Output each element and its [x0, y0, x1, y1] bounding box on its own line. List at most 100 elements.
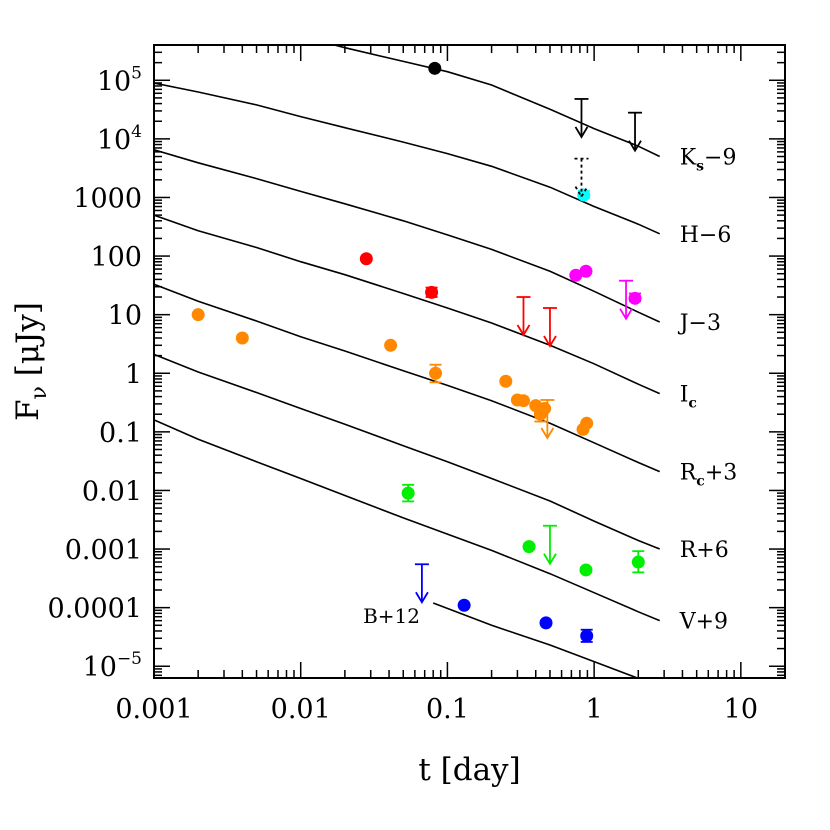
data-point: [580, 629, 594, 643]
y-tick-label: 0.1: [99, 418, 142, 449]
curve-label-offset: +9: [696, 610, 728, 635]
x-tick-label: 10: [724, 694, 758, 725]
curve-label-band: R: [680, 461, 698, 486]
curve-label-sub: s: [696, 159, 704, 175]
tick-base: 1000: [73, 183, 142, 214]
y-tick-label: 100: [90, 242, 142, 273]
data-point: [359, 252, 373, 266]
y-tick-label: 0.01: [82, 476, 142, 507]
upper-limit-arrows: [414, 98, 643, 605]
x-tick-label: 1: [586, 694, 603, 725]
curve-label-sub: c: [696, 474, 705, 490]
model-curve-J: [154, 149, 661, 323]
data-point: [429, 366, 443, 380]
data-point: [428, 61, 442, 75]
tick-base: 0.0001: [48, 594, 142, 625]
curve-label-band: V: [679, 610, 697, 635]
tick-base: 0.01: [82, 476, 142, 507]
upper-limit-arrowhead: [574, 186, 589, 199]
data-point: [628, 291, 642, 305]
tick-base: 0.001: [65, 535, 142, 566]
data-point: [516, 394, 530, 408]
data-point: [401, 486, 415, 500]
data-point: [579, 264, 593, 278]
y-title-unit: [μJy]: [10, 302, 46, 386]
x-tick-label: 0.01: [271, 694, 331, 725]
x-tick-label: 0.1: [426, 694, 469, 725]
axis-ticks: [153, 44, 786, 678]
y-axis-title: Fν [μJy]: [10, 302, 52, 421]
model-curves: [154, 45, 661, 678]
y-title-subscript: ν: [27, 386, 52, 399]
data-point: [235, 331, 249, 345]
tick-base: 0.1: [99, 418, 142, 449]
data-point: [539, 616, 553, 630]
curve-label-Ic: Ic: [680, 383, 697, 412]
model-curve-B: [432, 602, 640, 678]
curve-label-band: I: [680, 383, 689, 408]
curve-label-R: R+6: [680, 538, 729, 563]
tick-base: 10: [108, 301, 142, 332]
y-title-symbol: F: [10, 400, 46, 422]
tick-exponent: 5: [131, 63, 142, 83]
y-tick-label: 1000: [73, 183, 142, 214]
data-points: [191, 61, 645, 643]
y-tick-label: 104: [97, 122, 142, 156]
curve-label-band: J: [678, 311, 689, 336]
upper-limit-arrowhead: [543, 335, 557, 348]
curve-label-offset: +6: [696, 538, 728, 563]
curve-label-V: V+9: [679, 610, 728, 635]
x-tick-label: 0.001: [115, 694, 192, 725]
y-tick-label: 1: [125, 359, 142, 390]
curve-label-band: K: [680, 146, 697, 171]
data-point: [522, 540, 536, 554]
curve-label-J: J−3: [678, 311, 721, 336]
data-point: [538, 402, 552, 416]
data-point: [579, 563, 593, 577]
curve-label-sub: c: [688, 396, 697, 412]
upper-limit-arrowhead: [619, 308, 633, 321]
error-bars: [402, 189, 645, 643]
upper-limit-arrowhead: [516, 324, 531, 337]
data-point: [191, 308, 205, 322]
y-tick-label: 10−5: [83, 649, 142, 683]
upper-limit-arrowhead: [540, 427, 555, 440]
curve-label-offset: −6: [699, 223, 731, 248]
curve-label-band: H: [680, 223, 699, 248]
data-point: [499, 374, 513, 388]
model-curve-Rc: [154, 283, 661, 473]
x-axis-title: t [day]: [418, 752, 520, 788]
data-point: [569, 268, 583, 282]
curve-label-offset: −9: [704, 146, 736, 171]
tick-base: 1: [125, 359, 142, 390]
y-tick-label: 0.0001: [48, 594, 142, 625]
model-curve-Ic: [154, 214, 661, 395]
tick-base: 10: [97, 66, 131, 97]
model-curve-Ks: [331, 45, 661, 158]
curve-label-Rc: Rc+3: [680, 461, 738, 490]
model-curve-H: [154, 82, 661, 235]
data-point: [577, 188, 591, 202]
y-tick-label: 105: [97, 63, 142, 97]
plot-frame: [153, 44, 786, 679]
data-point: [457, 598, 471, 612]
tick-base: 10: [97, 125, 131, 156]
y-tick-label: 0.001: [65, 535, 142, 566]
curve-label-H: H−6: [680, 223, 732, 248]
tick-base: 10: [83, 652, 117, 683]
tick-base: 100: [90, 242, 142, 273]
model-curve-R: [154, 353, 660, 550]
curve-label-band: R: [680, 538, 698, 563]
model-curve-V: [154, 419, 661, 622]
upper-limit-arrowhead: [574, 126, 589, 139]
upper-limit-arrowhead: [628, 140, 642, 153]
y-tick-label: 10: [108, 301, 142, 332]
tick-exponent: 4: [131, 122, 142, 142]
upper-limit-arrowhead: [415, 591, 429, 605]
tick-exponent: −5: [117, 649, 142, 669]
data-point: [580, 416, 594, 430]
upper-limit-arrowhead: [543, 553, 557, 566]
